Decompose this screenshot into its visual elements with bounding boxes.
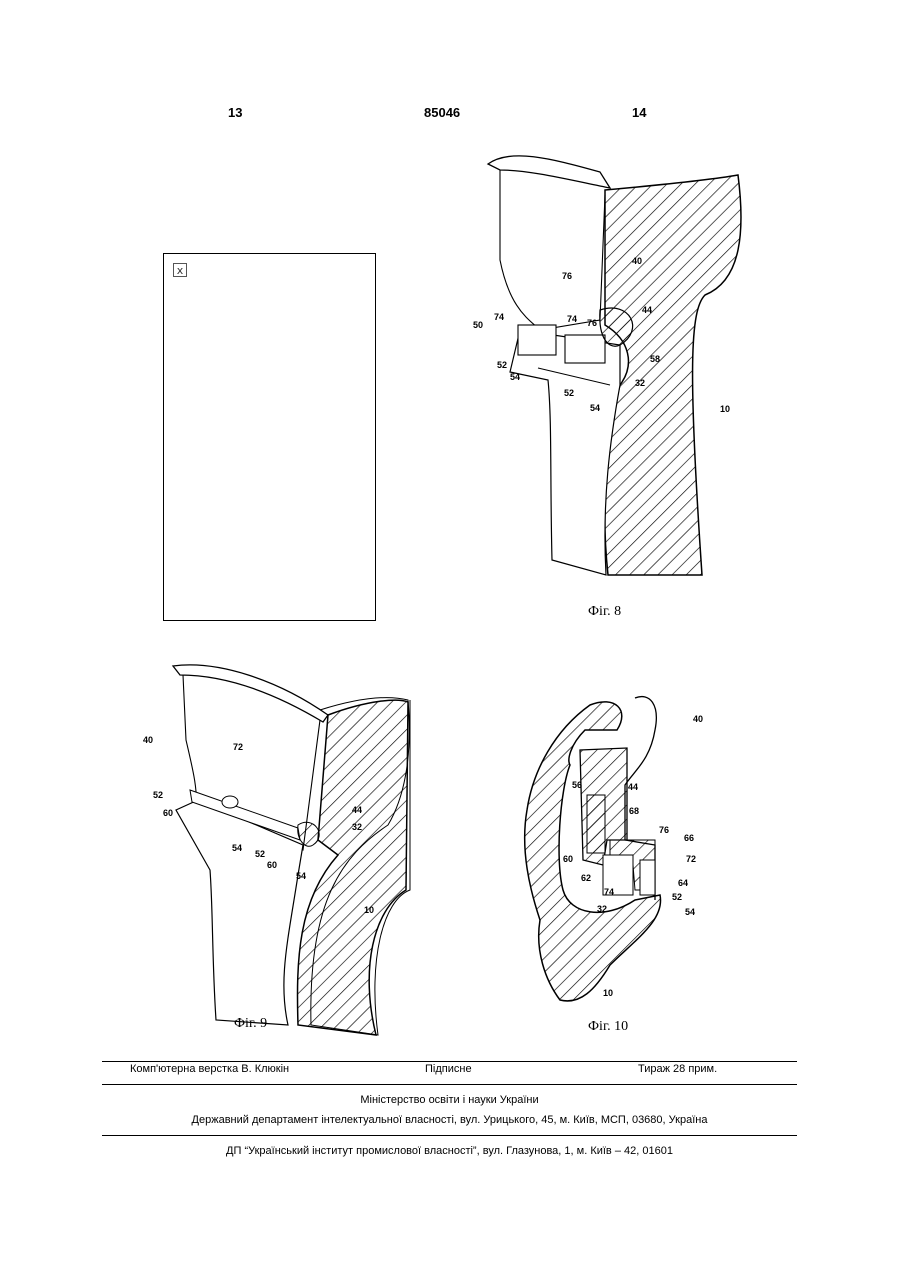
fig10-label-10: 10 <box>603 988 613 998</box>
fig9-label-52b: 52 <box>255 849 265 859</box>
footer-rule-bottom <box>102 1135 797 1136</box>
typesetting-credit: Комп'ютерна верстка В. Клюкін <box>130 1063 289 1075</box>
fig8-label-52a: 52 <box>497 360 507 370</box>
fig9-label-40: 40 <box>143 735 153 745</box>
figure-8-drawing: 40 44 76 74 76 74 50 52 54 52 54 58 32 1… <box>470 140 770 610</box>
fig10-label-62: 62 <box>581 873 591 883</box>
patent-number: 85046 <box>424 105 460 120</box>
fig8-label-74b: 74 <box>494 312 504 322</box>
fig8-label-10: 10 <box>720 404 730 414</box>
fig10-label-32: 32 <box>597 904 607 914</box>
fig10-label-44: 44 <box>628 782 638 792</box>
figure-9-drawing: 40 72 52 60 54 52 60 54 44 32 10 <box>128 640 413 1035</box>
fig10-label-68: 68 <box>629 806 639 816</box>
fig8-label-74a: 74 <box>567 314 577 324</box>
fig8-label-40: 40 <box>632 256 642 266</box>
ministry-line: Міністерство освіти і науки України <box>102 1094 797 1106</box>
left-page-number: 13 <box>228 105 242 120</box>
fig8-label-32: 32 <box>635 378 645 388</box>
fig9-label-60a: 60 <box>163 808 173 818</box>
fig8-label-54b: 54 <box>590 403 600 413</box>
fig10-label-56: 56 <box>572 780 582 790</box>
fig9-label-10: 10 <box>364 905 374 915</box>
fig9-label-54a: 54 <box>232 843 242 853</box>
footer-rule-top <box>102 1061 797 1062</box>
fig8-label-76b: 76 <box>587 318 597 328</box>
fig8-label-50: 50 <box>473 320 483 330</box>
circulation-note: Тираж 28 прим. <box>638 1063 717 1075</box>
fig10-label-60: 60 <box>563 854 573 864</box>
fig8-label-44: 44 <box>642 305 652 315</box>
fig10-label-76: 76 <box>659 825 669 835</box>
fig10-label-66: 66 <box>684 833 694 843</box>
fig10-label-64: 64 <box>678 878 688 888</box>
figure-10-caption: Фіг. 10 <box>588 1019 628 1035</box>
fig10-label-54: 54 <box>685 907 695 917</box>
fig9-label-72: 72 <box>233 742 243 752</box>
broken-image-icon: x <box>173 263 187 277</box>
fig8-label-58: 58 <box>650 354 660 364</box>
fig9-label-32: 32 <box>352 822 362 832</box>
right-page-number: 14 <box>632 105 646 120</box>
figure-10-drawing: 40 56 44 68 76 66 60 62 72 64 74 52 54 3… <box>515 690 725 1010</box>
figure-8-caption: Фіг. 8 <box>588 604 621 620</box>
fig9-label-52a: 52 <box>153 790 163 800</box>
signed-note: Підписне <box>425 1063 472 1075</box>
figure-9-caption: Фіг. 9 <box>234 1016 267 1032</box>
fig9-label-60b: 60 <box>267 860 277 870</box>
institute-line: ДП “Український інститут промислової вла… <box>102 1145 797 1157</box>
fig10-label-40: 40 <box>693 714 703 724</box>
fig9-label-54b: 54 <box>296 871 306 881</box>
fig8-label-52b: 52 <box>564 388 574 398</box>
footer-rule-middle <box>102 1084 797 1085</box>
fig8-label-54a: 54 <box>510 372 520 382</box>
fig10-label-52: 52 <box>672 892 682 902</box>
department-line: Державний департамент інтелектуальної вл… <box>102 1114 797 1126</box>
image-placeholder: x <box>163 253 376 621</box>
fig10-label-74: 74 <box>604 887 614 897</box>
fig9-label-44: 44 <box>352 805 362 815</box>
fig8-label-76a: 76 <box>562 271 572 281</box>
fig10-label-72: 72 <box>686 854 696 864</box>
